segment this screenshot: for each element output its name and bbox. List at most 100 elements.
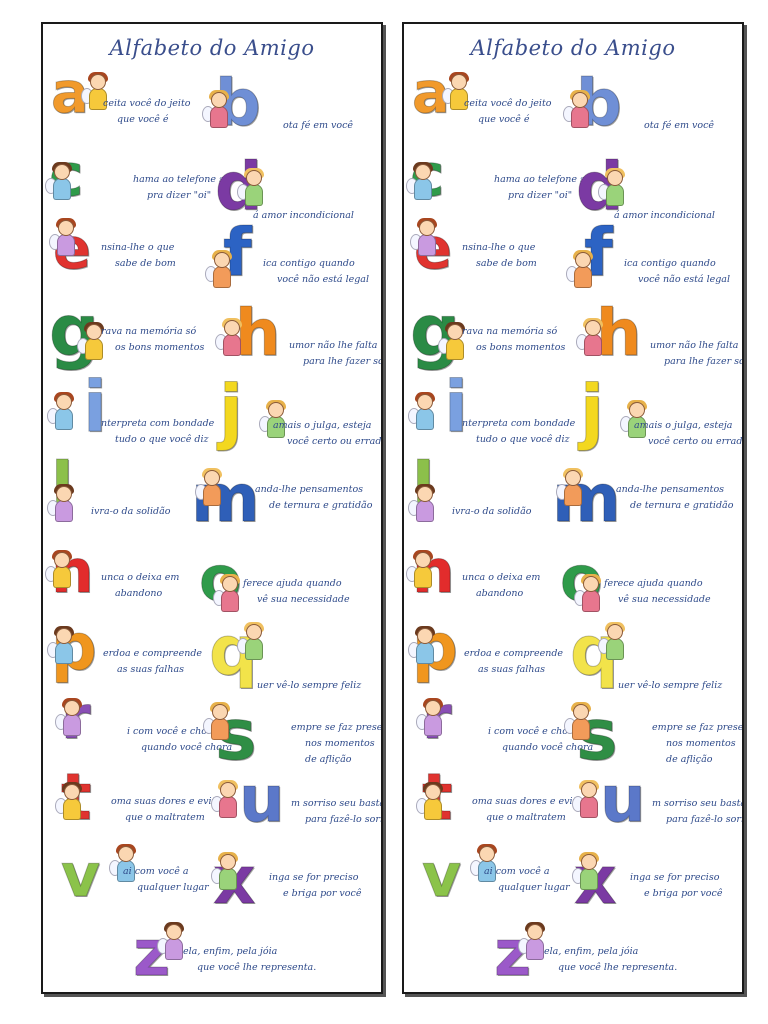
phrase-line: erdoa e compreende	[464, 648, 564, 659]
phrase-line: ota fé em você	[283, 120, 354, 131]
phrase-line: sabe de bom	[115, 258, 176, 269]
phrase-line: inga se for preciso	[630, 872, 720, 883]
phrase-line: qualquer lugar	[498, 882, 570, 893]
phrase-line: que você lhe representa.	[558, 962, 678, 973]
big-letter-z: z	[493, 917, 532, 991]
phrase-line: que o maltratem	[125, 812, 205, 823]
angel-figure-icon	[195, 468, 223, 508]
angel-figure-icon	[406, 550, 434, 590]
big-letter-z: z	[132, 917, 171, 991]
phrase-line: para fazê-lo sorrir	[666, 814, 742, 825]
phrase-line: nterpreta com bondade	[462, 418, 576, 429]
phrase-d: á amor incondicional	[614, 208, 715, 224]
angel-figure-icon	[408, 392, 436, 432]
phrase-line: oma suas dores e evita	[111, 796, 221, 807]
phrase-line: nos momentos	[305, 738, 375, 749]
angel-figure-icon	[598, 168, 626, 208]
big-letter-j: j	[219, 370, 244, 452]
big-letter-h: h	[596, 297, 643, 371]
phrase-line: ferece ajuda quando	[243, 578, 342, 589]
angel-figure-icon	[202, 90, 230, 130]
big-letter-h: h	[235, 297, 282, 371]
phrase-line: ela, enfim, pela jóia	[544, 946, 639, 957]
phrase-line: rava na memória só	[101, 326, 197, 337]
phrase-line: abandono	[115, 588, 163, 599]
big-letter-i: i	[83, 366, 108, 448]
phrase-z: ela, enfim, pela jóia que você lhe repres…	[544, 944, 677, 976]
phrase-line: unca o deixa em	[101, 572, 180, 583]
phrase-q: uer vê-lo sempre feliz	[618, 678, 722, 694]
phrase-q: uer vê-lo sempre feliz	[257, 678, 361, 694]
angel-figure-icon	[620, 400, 648, 440]
phrase-line: hama ao telefone só	[133, 174, 230, 185]
angel-figure-icon	[574, 574, 602, 614]
angel-figure-icon	[55, 782, 83, 822]
phrase-line: ferece ajuda quando	[604, 578, 703, 589]
phrase-line: ivra-o da solidão	[452, 506, 532, 517]
phrase-line: rava na memória só	[462, 326, 558, 337]
phrase-line: e briga por você	[283, 888, 362, 899]
phrase-line: ela, enfim, pela jóia	[183, 946, 278, 957]
angel-figure-icon	[237, 168, 265, 208]
phrase-line: anda-lhe pensamentos	[255, 484, 364, 495]
phrase-line: que o maltratem	[486, 812, 566, 823]
angel-figure-icon	[259, 400, 287, 440]
angel-figure-icon	[572, 780, 600, 820]
phrase-line: empre se faz presente	[652, 722, 744, 733]
angel-figure-icon	[215, 318, 243, 358]
big-letter-u: u	[239, 763, 286, 837]
phrase-x: inga se for preciso e briga por você	[630, 870, 722, 902]
phrase-line: umor não lhe falta	[289, 340, 378, 351]
angel-figure-icon	[408, 626, 436, 666]
phrase-line: nsina-lhe o que	[462, 242, 536, 253]
phrase-line: hama ao telefone só	[494, 174, 591, 185]
phrase-line: você certo ou errado	[648, 436, 744, 447]
angel-figure-icon	[77, 322, 105, 362]
phrase-line: ceita você do jeito	[464, 98, 552, 109]
big-letter-v: v	[60, 841, 101, 911]
phrase-line: e briga por você	[644, 888, 723, 899]
phrase-line: os bons momentos	[115, 342, 205, 353]
phrase-line: ota fé em você	[644, 120, 715, 131]
angel-figure-icon	[406, 162, 434, 202]
phrase-line: as suas falhas	[478, 664, 545, 675]
angel-figure-icon	[45, 162, 73, 202]
phrase-line: amais o julga, esteja	[273, 420, 372, 431]
big-letter-i: i	[444, 366, 469, 448]
phrase-line: ai com você a	[123, 866, 189, 877]
phrase-line: de aflição	[666, 754, 713, 765]
phrase-line: uer vê-lo sempre feliz	[257, 680, 362, 691]
phrase-t: oma suas dores e evita que o maltratem	[472, 794, 582, 826]
phrase-line: oma suas dores e evita	[472, 796, 582, 807]
phrase-e: nsina-lhe o que sabe de bom	[101, 240, 176, 272]
phrase-line: para fazê-lo sorrir	[305, 814, 381, 825]
phrase-g: rava na memória só os bons momentos	[101, 324, 204, 356]
angel-figure-icon	[109, 844, 137, 884]
angel-figure-icon	[442, 72, 470, 112]
angel-figure-icon	[563, 90, 591, 130]
angel-figure-icon	[157, 922, 185, 962]
phrase-line: de aflição	[305, 754, 352, 765]
phrase-line: nsina-lhe o que	[101, 242, 175, 253]
phrase-line: ceita você do jeito	[103, 98, 191, 109]
